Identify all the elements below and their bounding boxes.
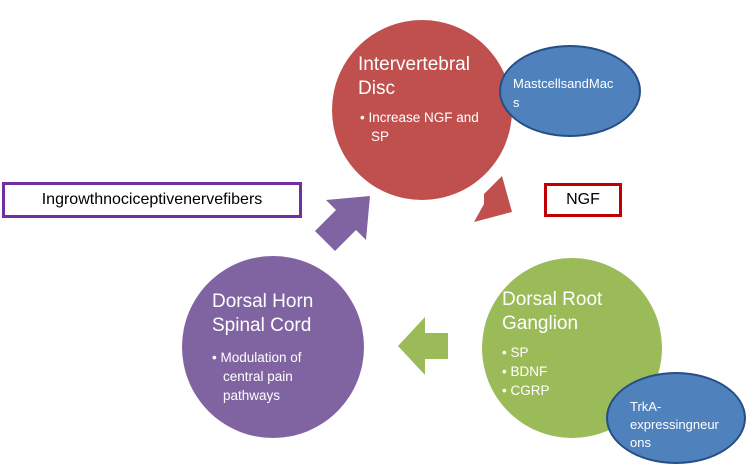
dorsal-root-ganglion-node: Dorsal Root Ganglion • SP • BDNF • CGRP bbox=[482, 258, 662, 438]
horn-bullet-cont: central pain bbox=[223, 369, 293, 384]
arrow-horn-to-disc-shape bbox=[315, 196, 370, 251]
ingrowth-label-text: Ingrowthnociceptivenervefibers bbox=[41, 191, 263, 208]
mast-cells-line1: MastcellsandMac bbox=[513, 76, 614, 91]
horn-bullet-list: • Modulation of central pain pathways bbox=[212, 348, 302, 405]
disc-title-line1: Intervertebral bbox=[358, 54, 470, 75]
drg-title-line1: Dorsal Root bbox=[502, 289, 603, 310]
dorsal-horn-spinal-cord-node: Dorsal Horn Spinal Cord • Modulation of … bbox=[182, 256, 364, 438]
disc-title: Intervertebral Disc bbox=[358, 53, 470, 101]
mast-cells-line2: s bbox=[513, 95, 520, 110]
horn-title-line2: Spinal Cord bbox=[212, 315, 312, 336]
horn-title-line1: Dorsal Horn bbox=[212, 291, 314, 312]
drg-bullet: • BDNF bbox=[502, 364, 548, 379]
disc-bullet-cont: SP bbox=[371, 129, 390, 144]
ngf-label: NGF bbox=[544, 183, 622, 217]
intervertebral-disc-node: Intervertebral Disc • Increase NGF and S… bbox=[332, 20, 512, 200]
horn-bullet-cont: pathways bbox=[223, 388, 281, 403]
drg-title-line2: Ganglion bbox=[502, 313, 579, 334]
drg-bullet: • CGRP bbox=[502, 383, 550, 398]
ngf-label-text: NGF bbox=[566, 191, 600, 208]
arrow-disc-to-drg-shape bbox=[474, 176, 512, 222]
mast-cells-bubble: MastcellsandMac s bbox=[499, 45, 641, 137]
disc-bullet-list: • Increase NGF and SP bbox=[360, 108, 479, 146]
disc-bullet: • Increase NGF and bbox=[360, 110, 479, 125]
trka-line2: expressingneur bbox=[630, 417, 719, 432]
trka-neurons-bubble: TrkA- expressingneur ons bbox=[606, 372, 746, 464]
horn-bullet: • Modulation of bbox=[212, 350, 302, 365]
drg-bullet-list: • SP • BDNF • CGRP bbox=[502, 343, 550, 400]
trka-line3: ons bbox=[630, 435, 651, 450]
ingrowth-label: Ingrowthnociceptivenervefibers bbox=[2, 182, 302, 218]
disc-title-line2: Disc bbox=[358, 78, 395, 99]
drg-title: Dorsal Root Ganglion bbox=[502, 288, 602, 336]
drg-bullet: • SP bbox=[502, 345, 529, 360]
arrow-drg-to-horn-shape bbox=[398, 317, 448, 375]
horn-title: Dorsal Horn Spinal Cord bbox=[212, 290, 313, 338]
trka-line1: TrkA- bbox=[630, 399, 662, 414]
